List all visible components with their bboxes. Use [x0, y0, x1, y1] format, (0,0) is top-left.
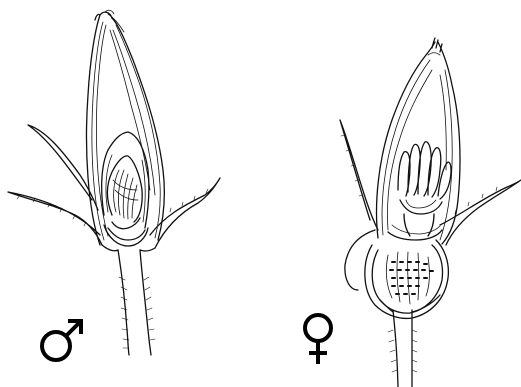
male-stamen: [104, 156, 148, 246]
female-flower-drawing: [305, 38, 521, 387]
male-stalk: [118, 250, 155, 355]
female-ovary: [365, 240, 449, 318]
male-symbol-icon: [42, 321, 81, 360]
male-flower-drawing: [8, 10, 220, 360]
female-petals: [377, 38, 460, 244]
female-stalk: [388, 310, 417, 387]
female-stigma: [398, 142, 451, 236]
female-symbol-icon: [305, 315, 331, 364]
